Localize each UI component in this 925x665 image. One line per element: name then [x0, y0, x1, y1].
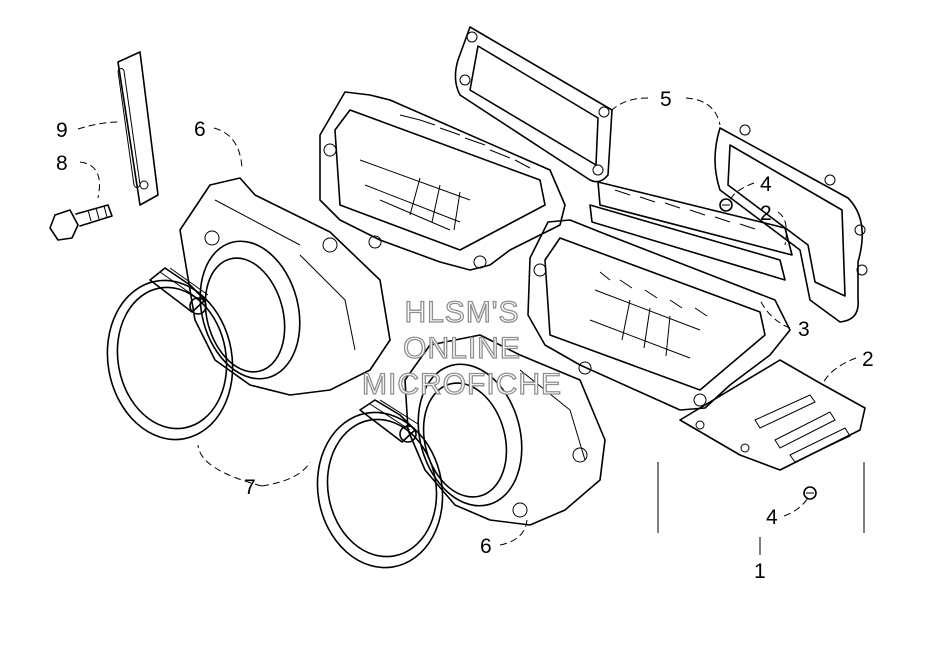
- reed-cage-lower: [527, 219, 791, 411]
- callout-5: 5: [660, 88, 672, 111]
- reed-petal-lower: [679, 359, 866, 471]
- callout-4-upper: 4: [760, 173, 772, 196]
- intake-boot-upper: [179, 177, 391, 396]
- screw-upper: [719, 198, 733, 212]
- watermark-line-2: ONLINE: [403, 332, 521, 365]
- callout-7: 7: [244, 476, 256, 499]
- screw-lower: [803, 486, 817, 500]
- callout-9: 9: [56, 119, 68, 142]
- callout-6-upper: 6: [194, 118, 206, 141]
- watermark-line-3: MICROFICHE: [362, 368, 562, 401]
- reed-cage-upper: [319, 91, 566, 271]
- hose-clamp-lower: [316, 399, 444, 569]
- callout-2-upper: 2: [760, 202, 772, 225]
- bracket-plate: [117, 51, 159, 206]
- leader-lines: [77, 97, 857, 546]
- intake-boot-lower: [404, 334, 606, 526]
- gasket-right: [714, 124, 868, 323]
- callout-4-lower: 4: [766, 506, 778, 529]
- callout-8: 8: [56, 152, 68, 175]
- callout-2-lower: 2: [862, 348, 874, 371]
- bolt: [49, 204, 113, 241]
- callout-1: 1: [754, 560, 766, 583]
- hose-clamp-upper: [106, 267, 234, 441]
- gasket-left: [454, 26, 613, 183]
- reed-petal-upper: [589, 181, 793, 281]
- callout-3: 3: [798, 318, 810, 341]
- watermark-line-1: HLSM'S: [404, 296, 519, 329]
- watermark: HLSM'S ONLINE MICROFICHE: [361, 295, 562, 401]
- assembly-bracket: [657, 462, 865, 555]
- callout-6-lower: 6: [480, 535, 492, 558]
